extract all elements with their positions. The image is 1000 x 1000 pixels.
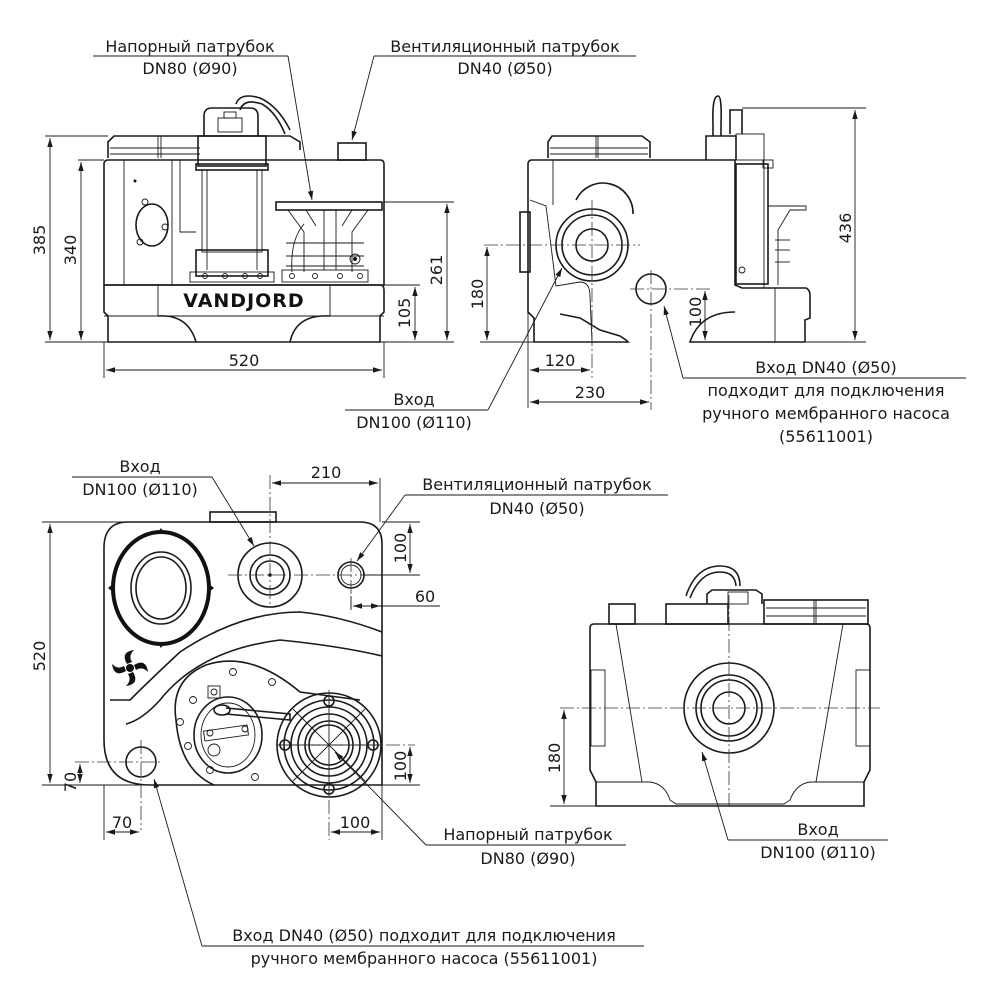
pump-motor — [189, 95, 291, 283]
top-pump-plate — [174, 660, 361, 721]
dim-top-520: 520 — [30, 641, 49, 672]
front-pressure-outlet-title: Напорный патрубок — [105, 37, 275, 56]
side-small-inlet-line1: Вход DN40 (Ø50) — [755, 358, 897, 377]
front-pressure-outlet-size: DN80 (Ø90) — [142, 59, 237, 78]
side-body — [532, 159, 811, 343]
top-body-outline — [103, 521, 383, 786]
top-vent-title: Вентиляционный патрубок — [422, 475, 652, 494]
rear-inlet-title: Вход — [797, 820, 838, 839]
dim-front-385: 385 — [30, 225, 49, 256]
side-small-inlet-line2: подходит для подключения — [708, 381, 945, 400]
top-pressure-outlet-size: DN80 (Ø90) — [480, 849, 575, 868]
front-vent-stub — [337, 142, 367, 161]
dim-top-100-vent: 100 — [391, 533, 410, 564]
front-view: VANDJORD 385 340 261 105 520 Напорный па… — [30, 37, 636, 378]
brand-logo: VANDJORD — [183, 290, 304, 312]
rear-inlet-size: DN100 (Ø110) — [760, 843, 876, 862]
front-lid — [107, 135, 301, 158]
dim-top-70-vertical: 70 — [61, 772, 80, 792]
logo-mark-icon — [112, 650, 148, 686]
top-inlet-size: DN100 (Ø110) — [82, 480, 198, 499]
dim-top-70-horizontal: 70 — [112, 813, 132, 832]
dim-top-100-outlet-y: 100 — [391, 751, 410, 782]
dim-front-105: 105 — [395, 298, 414, 329]
side-inlet-size: DN100 (Ø110) — [356, 413, 472, 432]
dim-top-210: 210 — [311, 463, 342, 482]
top-small-inlet-line2: ручного мембранного насоса (55611001) — [251, 949, 598, 968]
dim-top-100-outlet-x: 100 — [340, 813, 371, 832]
side-small-inlet-line4: (55611001) — [779, 427, 873, 446]
dim-front-261: 261 — [427, 255, 446, 286]
dim-front-520: 520 — [229, 351, 260, 370]
front-vent-size: DN40 (Ø50) — [457, 59, 552, 78]
dim-side-230: 230 — [575, 383, 606, 402]
dim-top-60: 60 — [415, 587, 435, 606]
top-view: 210 100 60 520 70 70 100 100 Вход DN100 … — [30, 457, 668, 968]
rear-body — [589, 623, 871, 807]
top-pump-head — [193, 696, 263, 774]
top-pressure-outlet-title: Напорный патрубок — [443, 825, 613, 844]
side-view: 180 100 436 120 230 Вход DN100 (Ø110) Вх… — [345, 95, 966, 446]
dim-rear-180: 180 — [545, 743, 564, 774]
side-inlet-title: Вход — [393, 390, 434, 409]
outlet-cage — [275, 201, 383, 283]
dim-side-180: 180 — [468, 279, 487, 310]
front-flange — [135, 203, 169, 247]
side-inlet-stub — [519, 211, 531, 273]
dim-front-340: 340 — [61, 235, 80, 266]
dim-side-100: 100 — [686, 297, 705, 328]
rear-view: 180 Вход DN100 (Ø110) — [545, 565, 888, 862]
top-vent-size: DN40 (Ø50) — [489, 499, 584, 518]
dim-side-436: 436 — [836, 213, 855, 244]
side-small-inlet-line3: ручного мембранного насоса — [702, 404, 950, 423]
top-access-port-rim — [111, 530, 211, 646]
front-vent-title: Вентиляционный патрубок — [390, 37, 620, 56]
dim-side-120: 120 — [545, 351, 576, 370]
side-lid — [547, 135, 651, 158]
top-small-inlet-line1: Вход DN40 (Ø50) подходит для подключения — [232, 926, 616, 945]
top-inlet-title: Вход — [119, 457, 160, 476]
